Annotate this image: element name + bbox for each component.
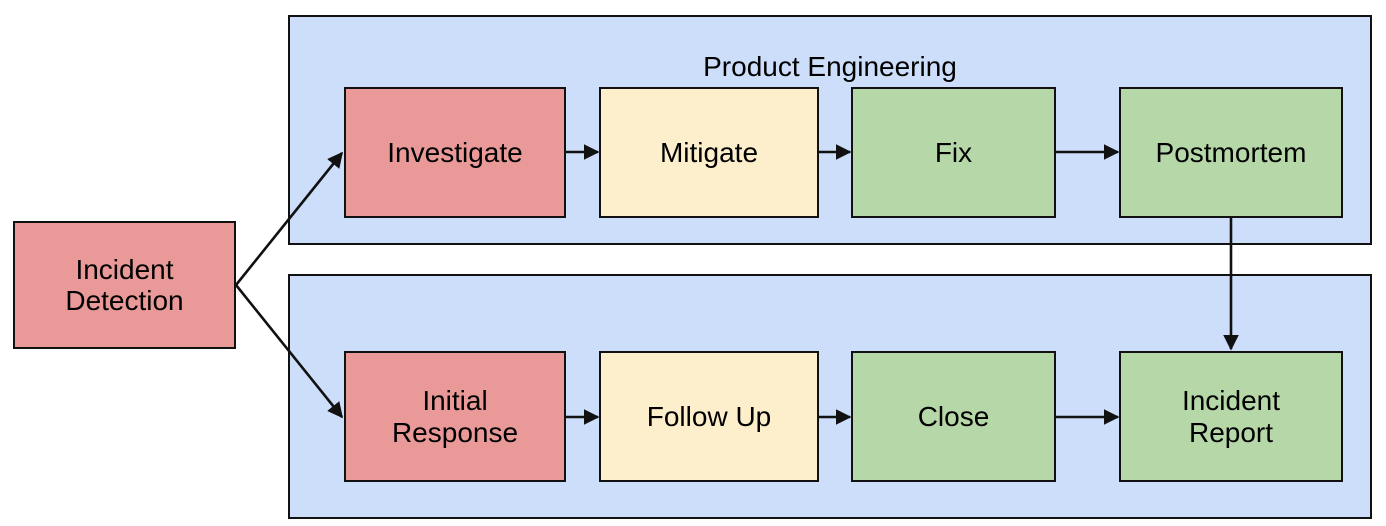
node-label-follow-up: Follow Up	[646, 400, 772, 432]
node-label-initial-response: Initial Response	[391, 385, 519, 448]
node-fix[interactable]: Fix	[851, 87, 1056, 218]
node-label-incident-detection: Incident Detection	[65, 253, 184, 316]
node-mitigate[interactable]: Mitigate	[599, 87, 819, 218]
node-label-incident-report: Incident Report	[1181, 385, 1281, 448]
node-incident-detection[interactable]: Incident Detection	[13, 221, 236, 349]
node-investigate[interactable]: Investigate	[344, 87, 566, 218]
node-initial-response[interactable]: Initial Response	[344, 351, 566, 482]
node-label-investigate: Investigate	[387, 136, 523, 168]
node-label-close: Close	[917, 400, 990, 432]
node-label-postmortem: Postmortem	[1155, 136, 1307, 168]
node-label-fix: Fix	[934, 136, 973, 168]
node-postmortem[interactable]: Postmortem	[1119, 87, 1343, 218]
swimlane-title-product-engineering: Product Engineering	[703, 51, 957, 82]
node-follow-up[interactable]: Follow Up	[599, 351, 819, 482]
node-incident-report[interactable]: Incident Report	[1119, 351, 1343, 482]
node-label-mitigate: Mitigate	[659, 136, 759, 168]
node-close[interactable]: Close	[851, 351, 1056, 482]
